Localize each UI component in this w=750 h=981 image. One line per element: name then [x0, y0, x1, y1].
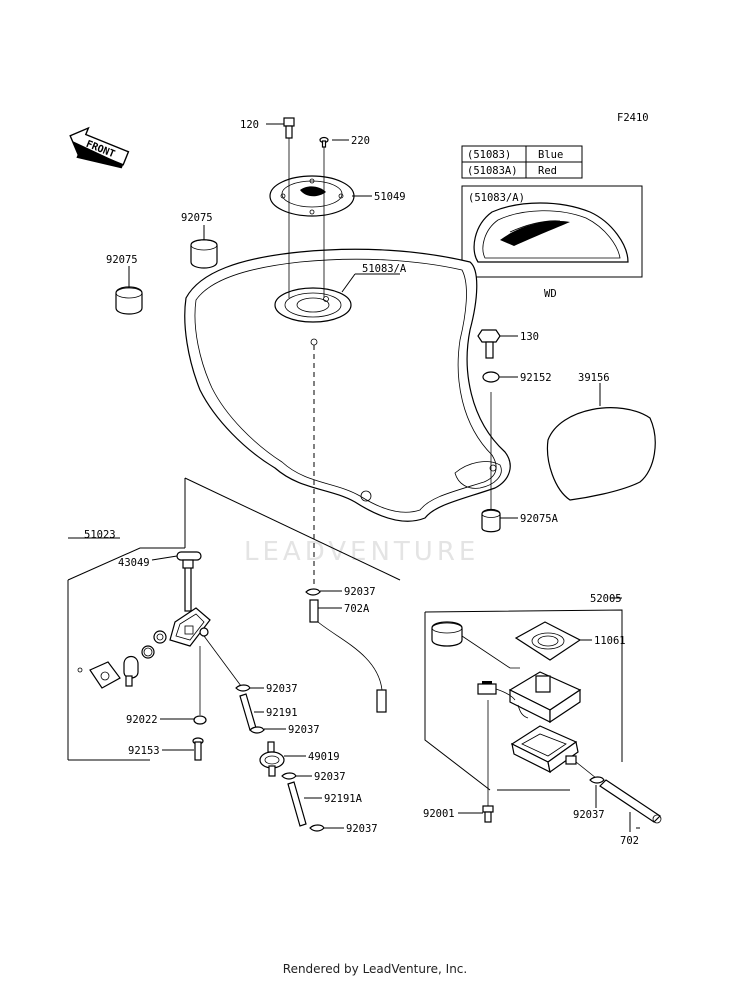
label-92022: 92022 [126, 714, 158, 726]
label-49019: 49019 [308, 751, 340, 763]
legend-color-2: Red [538, 165, 557, 177]
label-92152: 92152 [520, 372, 552, 384]
fuel-level-sensor [431, 621, 520, 669]
label-92001: 92001 [423, 808, 455, 820]
legend-color-1: Blue [538, 149, 563, 161]
label-92075-a: 92075 [181, 212, 213, 224]
label-51049: 51049 [374, 191, 406, 203]
screw-220 [319, 136, 329, 148]
label-43049: 43049 [118, 557, 150, 569]
leader-lines [68, 123, 640, 832]
label-92153: 92153 [128, 745, 160, 757]
hose-702A [309, 599, 387, 713]
clamp-92037-pump [589, 776, 605, 784]
label-51083A: 51083/A [362, 263, 407, 275]
hose-92191A [287, 781, 307, 827]
bolt-92001 [482, 805, 494, 823]
watermark: LEADVENTURE [244, 537, 480, 567]
label-92075A: 92075A [520, 513, 559, 525]
hose-702 [599, 779, 662, 824]
label-52005: 52005 [590, 593, 622, 605]
inset-caption: WD [544, 288, 557, 300]
connector [477, 681, 516, 701]
label-92037-c: 92037 [314, 771, 346, 783]
label-92075-b: 92075 [106, 254, 138, 266]
fuel-filter-49019 [259, 741, 285, 777]
fuel-pump-frame [424, 609, 623, 791]
label-92037-pump: 92037 [573, 809, 605, 821]
oring-43049 [176, 551, 202, 561]
label-92191: 92191 [266, 707, 298, 719]
clamp-92037-b [249, 726, 265, 734]
label-92037-d: 92037 [346, 823, 378, 835]
damper-92075-a [190, 239, 218, 269]
label-130: 130 [520, 331, 539, 343]
label-39156: 39156 [578, 372, 610, 384]
part-number-labels: 120 220 51049 92075 92075 51083/A 130 92… [84, 119, 639, 847]
front-arrow-icon: FRONT [69, 126, 130, 169]
damper-92075A [481, 508, 501, 533]
clamp-92037-d [309, 824, 325, 832]
decal-inset: (51083/A) WD [461, 185, 643, 300]
washer-92152 [482, 371, 500, 383]
label-92037-tank: 92037 [344, 586, 376, 598]
bolt-130 [477, 329, 501, 359]
label-92037-a: 92037 [266, 683, 298, 695]
fuel-cock [77, 559, 211, 689]
label-220: 220 [351, 135, 370, 147]
label-702A: 702A [344, 603, 370, 615]
label-92037-b: 92037 [288, 724, 320, 736]
label-11061: 11061 [594, 635, 626, 647]
color-legend: (51083) Blue (51083A) Red [461, 145, 583, 179]
washer-92022 [193, 715, 207, 725]
pump-tray [510, 725, 579, 774]
filler-cap [269, 175, 355, 217]
clamp-92037-tank [305, 588, 321, 596]
cover-39156 [546, 407, 656, 501]
inset-label: (51083/A) [468, 192, 525, 204]
legend-part-2: (51083A) [467, 165, 518, 177]
fuel-tank [184, 248, 511, 522]
label-702: 702 [620, 835, 639, 847]
legend-part-1: (51083) [467, 149, 511, 161]
fuel-cock-frame [67, 477, 401, 761]
label-51023: 51023 [84, 529, 116, 541]
hose-92191 [239, 693, 257, 731]
label-92191A: 92191A [324, 793, 363, 805]
gasket-11061 [514, 621, 582, 661]
footer-credit: Rendered by LeadVenture, Inc. [282, 962, 468, 976]
damper-92075-b [115, 286, 143, 315]
clamp-92037-c [281, 772, 297, 780]
bolt-92153 [192, 737, 204, 761]
diagram-code: F2410 [617, 112, 649, 124]
bolt-120 [283, 117, 295, 139]
pump-body [508, 671, 582, 724]
clamp-92037-a [235, 684, 251, 692]
label-120: 120 [240, 119, 259, 131]
